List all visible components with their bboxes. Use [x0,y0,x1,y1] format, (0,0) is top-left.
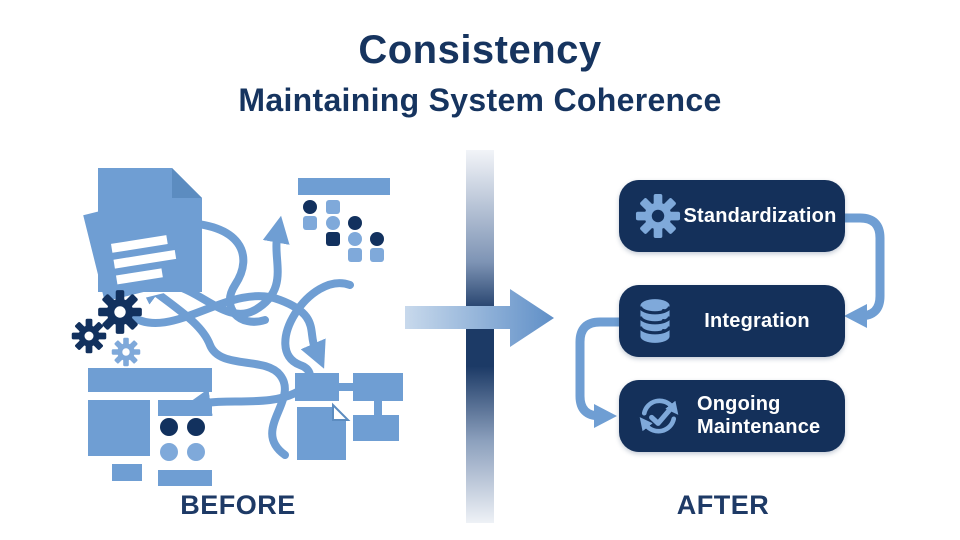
connector-step2-step3 [575,317,622,421]
step-label: Ongoing Maintenance [697,393,821,438]
dashboard-icon [88,368,212,486]
connector-step1-step2 [843,213,885,321]
gear-icon [635,193,681,239]
transition-arrow [405,289,554,347]
step-integration: Integration [619,285,845,357]
document-stack-icon [75,168,202,309]
gears-icon [71,290,142,367]
step-standardization: Standardization [619,180,845,252]
step-label: Integration [704,309,810,332]
page-subtitle: Maintaining System Coherence [238,82,722,118]
before-label: BEFORE [180,490,296,520]
before-illustration [71,168,403,486]
page-title: Consistency [358,28,602,72]
database-icon [635,297,675,345]
after-label: AFTER [676,490,770,520]
sync-check-icon [635,392,683,440]
divider-bar [466,150,494,523]
flowchart-icon [293,373,403,464]
connector2-arrowhead [594,404,617,428]
tangled-arrows [126,215,354,459]
step-label: Standardization [683,204,837,227]
data-table-icon [298,178,390,262]
step-ongoing-maintenance: Ongoing Maintenance [619,380,845,452]
connector1-arrowhead [844,304,867,328]
